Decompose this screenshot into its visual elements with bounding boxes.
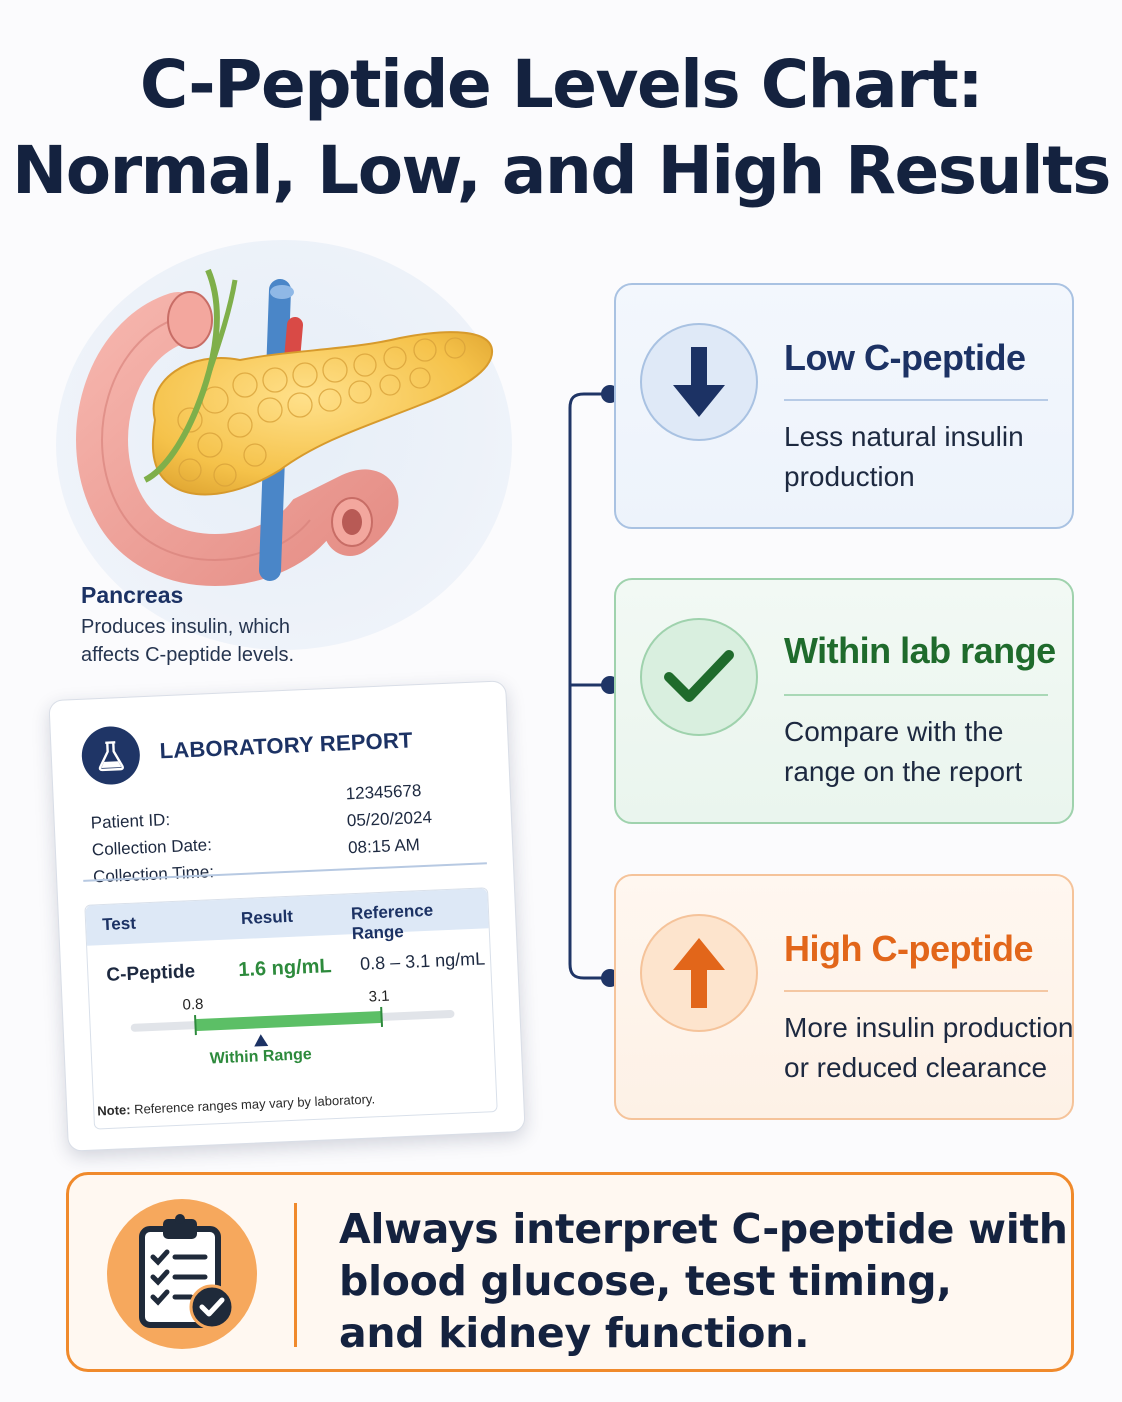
high-c-peptide-card: High C-peptide More insulin production o… — [614, 874, 1074, 1120]
banner-divider — [294, 1203, 297, 1347]
low-card-text: Less natural insulin production — [784, 421, 1024, 492]
high-card-heading: High C-peptide — [784, 928, 1033, 969]
flask-icon — [80, 725, 142, 786]
banner-line1: Always interpret C-peptide with — [339, 1205, 1068, 1253]
header-result: Result — [240, 906, 294, 928]
results-table: Test Result Reference Range C-Peptide 1.… — [84, 887, 498, 1130]
header-test: Test — [101, 913, 137, 935]
result-marker-icon — [254, 1034, 269, 1047]
page-title: C-Peptide Levels Chart: Normal, Low, and… — [0, 42, 1122, 214]
low-c-peptide-card: Low C-peptide Less natural insulin produ… — [614, 283, 1074, 529]
reference-value: 0.8 – 3.1 ng/mL — [359, 948, 486, 974]
collection-time-value: 08:15 AM — [347, 835, 421, 858]
pancreas-illustration — [50, 240, 520, 660]
report-title: LABORATORY REPORT — [159, 727, 414, 764]
note-label: Note: — [96, 1102, 131, 1119]
result-value: 1.6 ng/mL — [237, 955, 333, 982]
page-title-line1: C-Peptide Levels Chart: — [139, 46, 984, 123]
range-fill — [195, 1011, 382, 1032]
within-range-card: Within lab range Compare with the range … — [614, 578, 1074, 824]
banner-line2: blood glucose, test timing, — [339, 1257, 952, 1305]
within-card-heading: Within lab range — [784, 630, 1056, 671]
report-meta-values: 12345678 05/20/2024 08:15 AM — [345, 777, 434, 862]
low-card-heading: Low C-peptide — [784, 337, 1026, 378]
test-name: C-Peptide — [105, 961, 196, 986]
lab-report-card: LABORATORY REPORT Patient ID: Collection… — [48, 680, 526, 1152]
pancreas-title: Pancreas — [81, 582, 184, 608]
range-low-tick — [194, 1015, 197, 1036]
interpretation-banner: Always interpret C-peptide with blood gl… — [66, 1172, 1074, 1372]
within-card-text: Compare with the range on the report — [784, 716, 1023, 787]
banner-message: Always interpret C-peptide with blood gl… — [339, 1203, 1068, 1359]
arrow-down-icon — [640, 323, 758, 441]
clipboard-check-icon — [107, 1199, 257, 1349]
within-card-divider — [784, 694, 1048, 696]
range-high-tick — [380, 1006, 384, 1028]
patient-id-value: 12345678 — [345, 781, 422, 804]
page-title-line2: Normal, Low, and High Results — [12, 132, 1111, 209]
banner-line3: and kidney function. — [339, 1309, 810, 1357]
high-card-text: More insulin production or reduced clear… — [784, 1012, 1074, 1083]
arrow-up-icon — [640, 914, 758, 1032]
pancreas-caption: Pancreas Produces insulin, which affects… — [81, 582, 341, 669]
pancreas-icon — [76, 268, 494, 586]
collection-date-value: 05/20/2024 — [346, 807, 433, 831]
high-card-divider — [784, 990, 1048, 992]
check-icon — [640, 618, 758, 736]
pancreas-description: Produces insulin, which affects C-peptid… — [81, 616, 295, 666]
range-bar — [130, 1006, 455, 1047]
low-card-divider — [784, 399, 1048, 401]
